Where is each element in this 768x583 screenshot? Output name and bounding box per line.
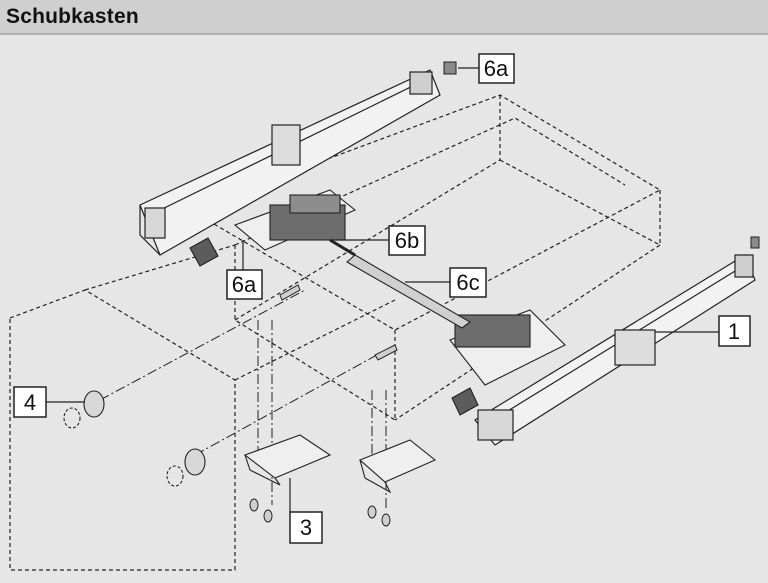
callout-3-label: 3 [300,515,312,540]
callout-6a-left-label: 6a [232,272,257,297]
callout-6b: 6b [388,225,426,256]
dowels [63,390,206,487]
clip-right-top [750,236,760,249]
leader-lines [46,67,719,512]
callout-4: 4 [13,386,47,418]
callout-4-label: 4 [24,390,36,415]
callout-3: 3 [289,511,323,544]
callout-6c-label: 6c [456,270,479,295]
callout-6a-top-label: 6a [484,56,509,81]
callout-6c: 6c [449,267,487,298]
left-locking-mechanism [233,189,357,251]
right-locking-mechanism [449,309,566,386]
front-fixing-bracket-right [358,439,437,494]
drawer-front-outline [9,244,396,571]
front-fixing-bracket-left [243,434,332,486]
section-title: Schubkasten [6,5,139,28]
clip-6a-right [451,387,479,416]
clip-6a-left [189,237,219,267]
right-runner [474,254,756,446]
callout-1-label: 1 [728,319,740,344]
callout-6a-top: 6a [478,53,515,84]
left-runner [139,69,441,256]
assembly-guide-lines [99,289,396,510]
screws [249,284,398,527]
clip-6a-top [443,61,457,75]
section-header: Schubkasten [0,0,768,35]
callout-1: 1 [718,315,751,347]
callout-6b-label: 6b [395,228,419,253]
callout-6a-left: 6a [226,269,263,300]
synchronization-rod [329,238,471,329]
